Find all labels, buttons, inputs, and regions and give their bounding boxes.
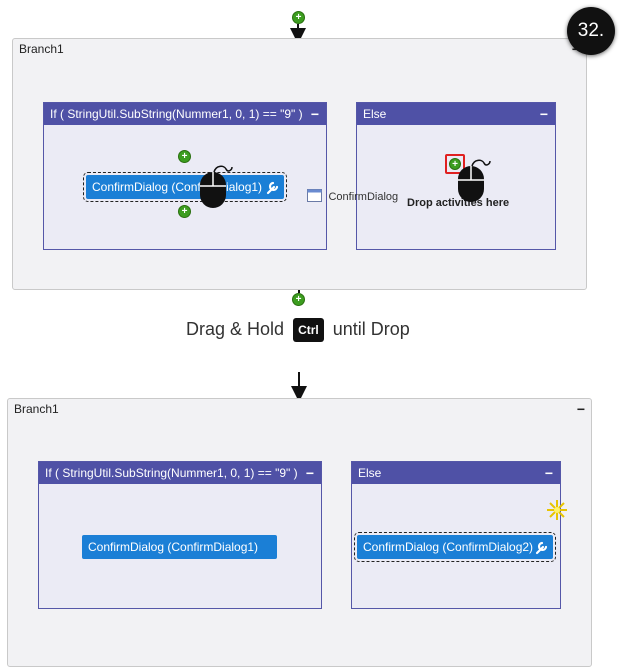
- if-condition: If ( StringUtil.SubString(Nummer1, 0, 1)…: [50, 107, 303, 121]
- branch-title: Branch1: [19, 42, 64, 56]
- confirm-dialog-activity-2[interactable]: ConfirmDialog (ConfirmDialog2): [354, 532, 556, 562]
- else-label: Else: [358, 466, 382, 480]
- confirm-dialog-activity-1[interactable]: ConfirmDialog (ConfirmDialog1): [82, 535, 277, 559]
- drop-hint: Drop activities here: [407, 197, 510, 209]
- mouse-icon: [458, 159, 491, 202]
- else-panel-header[interactable]: Else −: [352, 462, 560, 484]
- dialog-window-icon: [307, 189, 322, 203]
- drag-preview-label: ConfirmDialog: [328, 191, 399, 203]
- wrench-icon[interactable]: [534, 539, 550, 555]
- else-panel-header[interactable]: Else −: [357, 103, 555, 125]
- collapse-icon[interactable]: −: [305, 465, 314, 481]
- activity-label: ConfirmDialog (ConfirmDialog1): [88, 540, 259, 554]
- else-panel-top[interactable]: Else −: [356, 102, 556, 250]
- activity-label: ConfirmDialog (ConfirmDialog2): [363, 540, 534, 554]
- if-condition: If ( StringUtil.SubString(Nummer1, 0, 1)…: [45, 466, 298, 480]
- ctrl-key-icon: Ctrl: [293, 318, 324, 342]
- step-number-badge: 32.: [567, 7, 615, 55]
- confirm-dialog-activity[interactable]: ConfirmDialog (ConfirmDialog1): [83, 172, 287, 202]
- add-activity-icon[interactable]: +: [449, 158, 461, 170]
- instruction-text: Drag & Hold Ctrl until Drop: [186, 318, 410, 342]
- else-label: Else: [363, 107, 387, 121]
- add-activity-icon[interactable]: +: [178, 205, 191, 218]
- collapse-icon[interactable]: −: [310, 106, 319, 122]
- if-panel-header[interactable]: If ( StringUtil.SubString(Nummer1, 0, 1)…: [44, 103, 326, 125]
- activity-label: ConfirmDialog (ConfirmDialog1): [92, 180, 263, 194]
- drag-preview: ConfirmDialog: [307, 187, 398, 205]
- new-item-sparkle-icon: [547, 500, 567, 520]
- collapse-icon[interactable]: −: [544, 465, 553, 481]
- instruction-prefix: Drag & Hold: [186, 318, 285, 339]
- instruction-suffix: until Drop: [332, 318, 410, 339]
- if-panel-header[interactable]: If ( StringUtil.SubString(Nummer1, 0, 1)…: [39, 462, 321, 484]
- branch-title: Branch1: [14, 402, 59, 416]
- drop-target-highlight[interactable]: [445, 154, 465, 174]
- wrench-icon[interactable]: [265, 179, 281, 195]
- add-activity-icon[interactable]: +: [292, 293, 305, 306]
- add-activity-icon[interactable]: +: [292, 11, 305, 24]
- mouse-icon: [200, 165, 233, 208]
- add-activity-icon[interactable]: +: [178, 150, 191, 163]
- collapse-icon[interactable]: −: [539, 106, 548, 122]
- collapse-icon[interactable]: −: [576, 401, 585, 417]
